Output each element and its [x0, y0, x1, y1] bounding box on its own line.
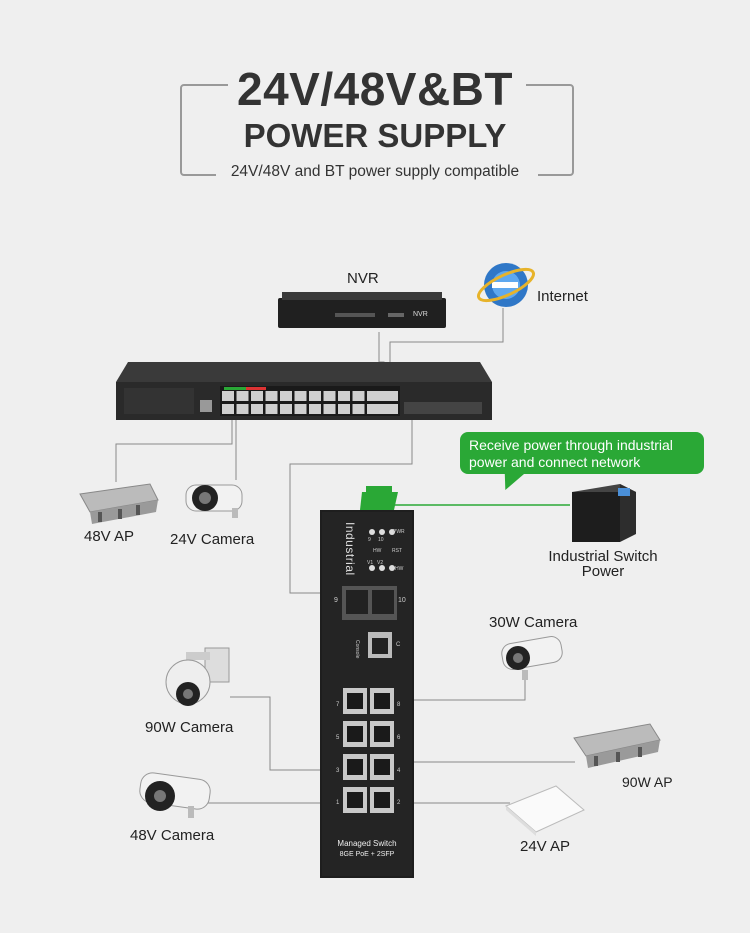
camera-48v-label: 48V Camera: [130, 827, 215, 844]
rack-uplink-port: [387, 391, 398, 401]
page-title-line2: POWER SUPPLY: [243, 117, 507, 154]
led-rst-label: RST: [392, 548, 402, 554]
industrial-port-socket: [347, 759, 363, 775]
industrial-port-socket: [347, 726, 363, 742]
led-9-label: 9: [368, 537, 371, 543]
port-1-label: 1: [336, 800, 340, 806]
rack-port: [352, 404, 365, 414]
page-title: 24V/48V&BT: [236, 63, 513, 115]
rack-uplink-port: [374, 404, 385, 414]
rack-port: [222, 404, 234, 414]
led-v1-label: V1: [367, 560, 374, 566]
led-10-label: 10: [378, 537, 384, 543]
callout-line1: Receive power through industrial: [469, 437, 673, 453]
rack-port: [294, 404, 307, 414]
ap-48v-device: [79, 483, 159, 524]
rack-uplink-port: [374, 391, 385, 401]
internet-label: Internet: [537, 288, 588, 305]
switch-brand: Industrial: [343, 522, 357, 576]
port-4-label: 4: [397, 768, 401, 774]
industrial-port-socket: [347, 792, 363, 808]
led-v2-label: V2: [377, 560, 384, 566]
switch-model-line1: Managed Switch: [337, 839, 397, 848]
led-pwr-label: PWR: [393, 529, 405, 535]
industrial-port-socket: [374, 792, 390, 808]
rack-port: [338, 391, 350, 401]
industrial-port-socket: [347, 693, 363, 709]
rack-port: [236, 404, 249, 414]
camera-48v-device: [139, 772, 211, 818]
port-6-label: 6: [397, 735, 401, 741]
callout-line2: power and connect network: [469, 454, 641, 470]
console-label: Console: [354, 640, 360, 659]
rack-port: [251, 391, 263, 401]
sfp-10-label: 10: [398, 597, 406, 604]
industrial-power-label: Industrial Switch Power: [548, 548, 658, 580]
ups-device: [572, 484, 636, 542]
console-c-label: C: [396, 642, 401, 648]
rack-port: [367, 391, 379, 401]
port-7-label: 7: [336, 702, 340, 708]
page-subtitle: 24V/48V and BT power supply compatible: [230, 163, 520, 180]
camera-90w-device: [165, 647, 230, 706]
rack-port: [309, 391, 321, 401]
industrial-port-socket: [374, 693, 390, 709]
power-callout: Receive power through industrial power a…: [460, 432, 704, 474]
industrial-port-socket: [374, 759, 390, 775]
sfp-9-label: 9: [334, 597, 338, 604]
port-8-label: 8: [397, 702, 401, 708]
ap-48v-label: 48V AP: [84, 528, 135, 545]
camera-30w-label: 30W Camera: [489, 614, 578, 631]
port-5-label: 5: [336, 735, 340, 741]
rack-port: [222, 391, 234, 401]
nvr-label: NVR: [347, 270, 379, 287]
rack-port: [323, 391, 336, 401]
port-3-label: 3: [336, 768, 340, 774]
led-hw2-label: HW: [395, 566, 404, 572]
title-frame: [180, 82, 574, 178]
camera-90w-label: 90W Camera: [145, 719, 234, 736]
industrial-switch-ports: [343, 688, 394, 813]
ap-90w-label: 90W AP: [622, 774, 673, 790]
nvr-panel-text: NVR: [413, 311, 428, 318]
camera-24v-label: 24V Camera: [170, 531, 255, 548]
internet-icon: [476, 263, 536, 307]
rack-port: [352, 391, 365, 401]
rack-port: [265, 391, 278, 401]
rack-port: [280, 404, 292, 414]
ap-90w-device: [573, 723, 661, 768]
led-hw-label: HW: [373, 548, 382, 554]
industrial-switch: [320, 486, 414, 878]
camera-30w-device: [501, 636, 563, 680]
industrial-port-socket: [374, 726, 390, 742]
rack-port: [367, 404, 379, 414]
rack-port: [280, 391, 292, 401]
rack-port: [236, 391, 249, 401]
rack-uplink-port: [387, 404, 398, 414]
camera-24v-device: [185, 484, 243, 518]
rack-port: [323, 404, 336, 414]
switch-model-line2: 8GE PoE + 2SFP: [339, 851, 395, 858]
rack-port: [251, 404, 263, 414]
rack-port: [294, 391, 307, 401]
rack-port: [338, 404, 350, 414]
rack-ports: [222, 391, 398, 414]
ap-24v-device: [505, 785, 585, 836]
nvr-device: [278, 292, 446, 328]
rack-port: [309, 404, 321, 414]
rack-port: [265, 404, 278, 414]
port-2-label: 2: [397, 800, 401, 806]
ap-24v-label: 24V AP: [520, 838, 571, 855]
